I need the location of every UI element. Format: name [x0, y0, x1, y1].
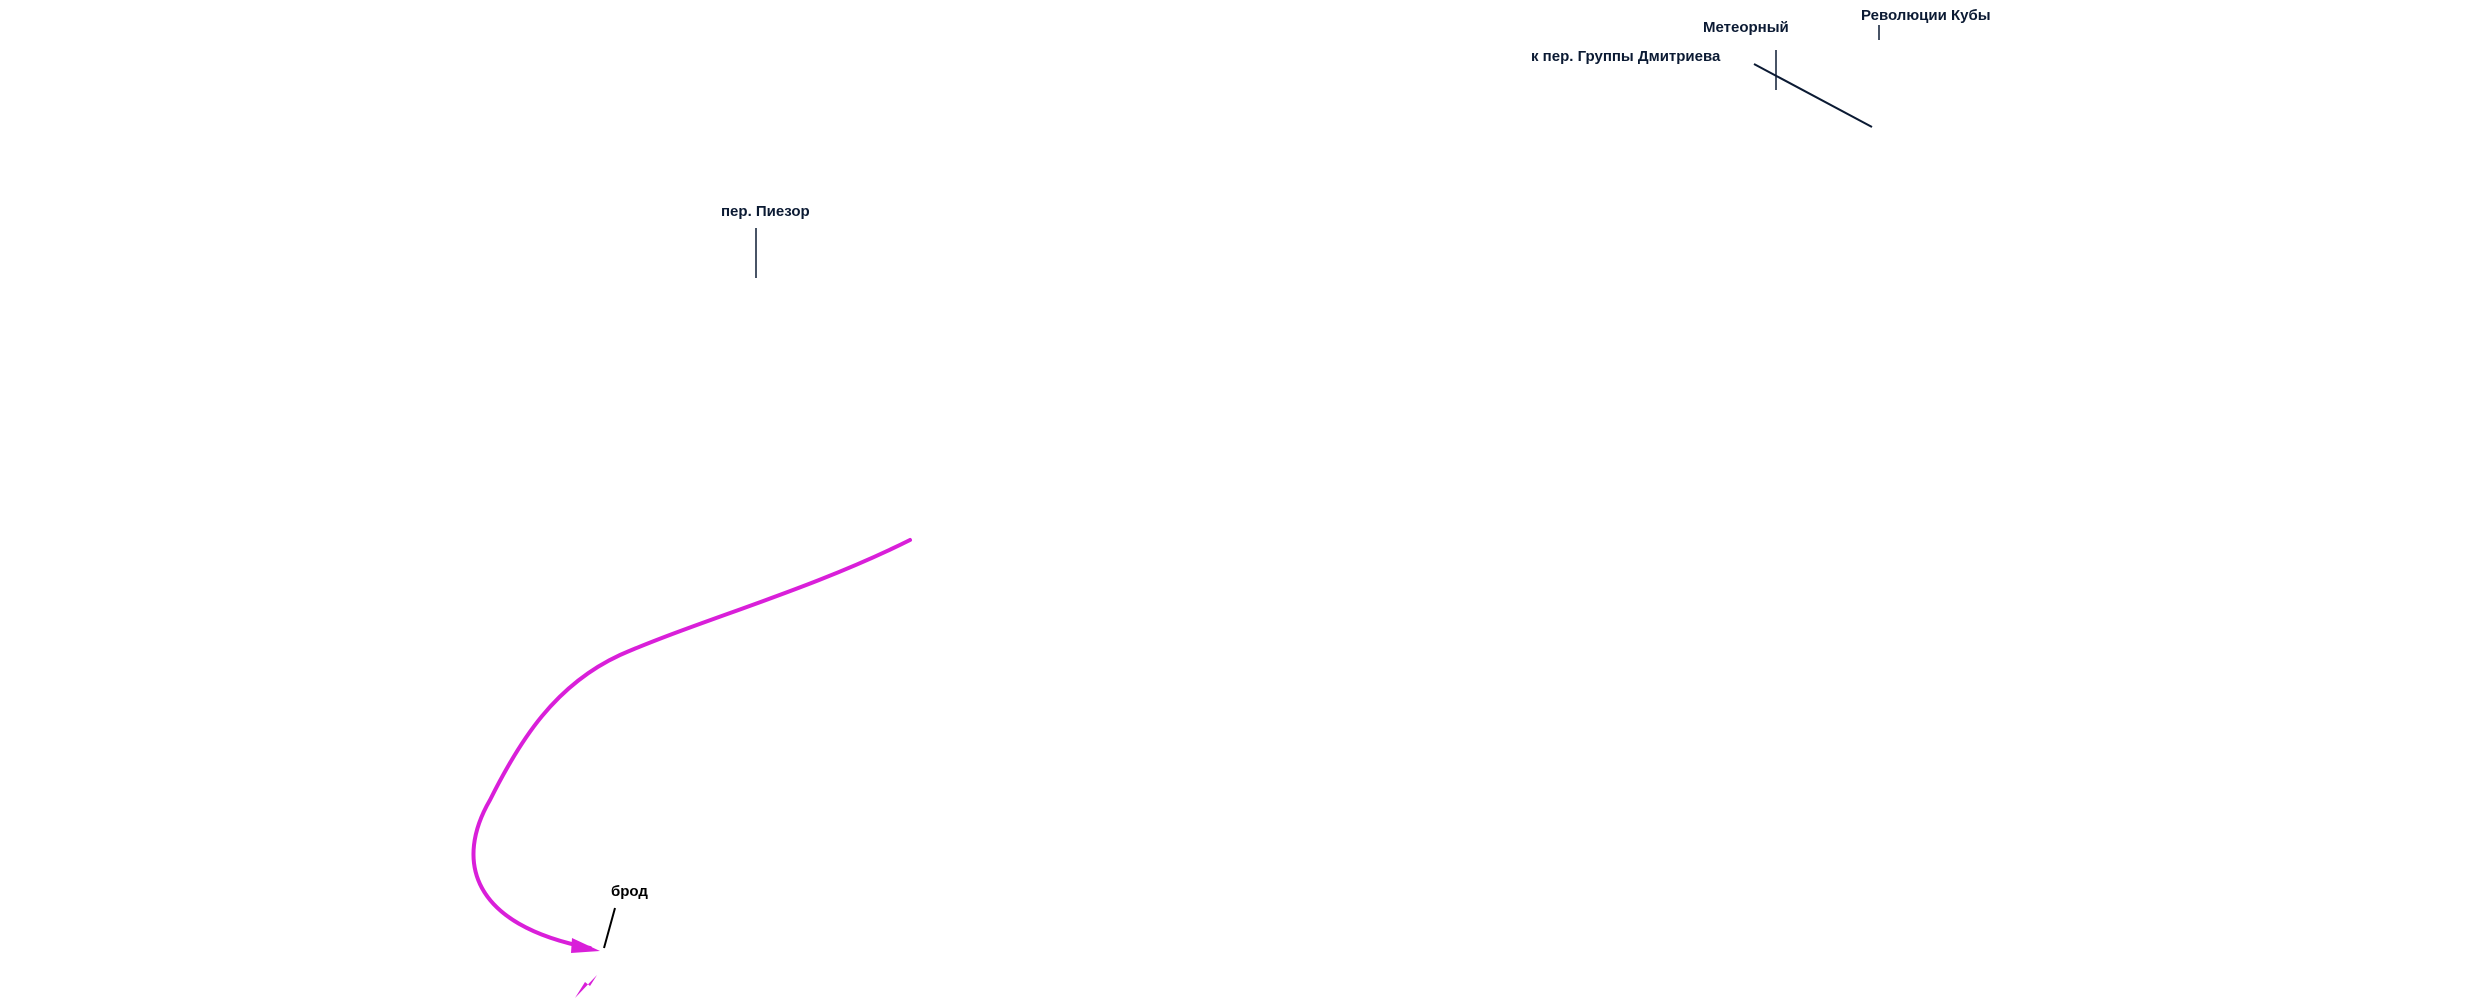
route-arrow-icon — [571, 938, 600, 953]
label-brod: брод — [611, 883, 648, 900]
leader-line-k-per-gruppy-dmitrieva — [1753, 63, 1873, 128]
label-meteorny: Метеорный — [1703, 19, 1789, 36]
label-k-per-gruppy-dmitrieva: к пер. Группы Дмитриева — [1531, 48, 1721, 65]
label-per-piezor: пер. Пиезор — [721, 203, 810, 220]
leader-line-brod — [603, 907, 616, 949]
route-path — [471, 538, 912, 950]
label-revolyutsii-kuby: Революции Кубы — [1861, 7, 1991, 24]
route-direction-marker-icon — [575, 975, 597, 998]
